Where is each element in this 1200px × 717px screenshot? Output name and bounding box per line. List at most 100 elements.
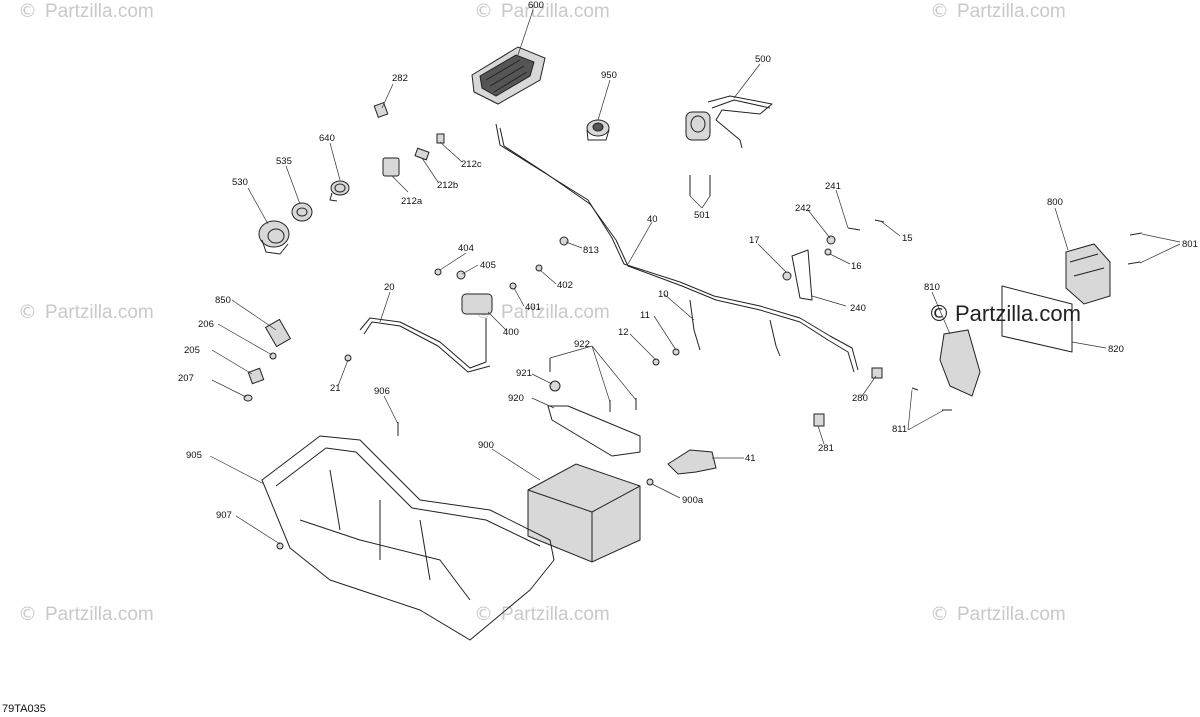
callout-41[interactable]: 41 <box>745 453 756 464</box>
svg-text:©: © <box>18 603 37 625</box>
part-206 <box>269 352 277 360</box>
callout-11[interactable]: 11 <box>640 310 650 321</box>
part-500-assembly <box>685 95 773 149</box>
part-900a <box>646 478 654 486</box>
callout-801[interactable]: 801 <box>1182 239 1198 250</box>
part-811 <box>911 387 952 411</box>
callout-640[interactable]: 640 <box>319 133 335 144</box>
watermark-top-right: ©Partzilla.com <box>930 0 1066 22</box>
part-40-harness <box>495 123 859 371</box>
callout-920[interactable]: 920 <box>508 393 524 404</box>
callout-206[interactable]: 206 <box>198 319 214 330</box>
callout-10[interactable]: 10 <box>658 289 669 300</box>
callout-800[interactable]: 800 <box>1047 197 1063 208</box>
callout-16[interactable]: 16 <box>851 261 862 272</box>
part-212c <box>436 133 445 144</box>
callout-405[interactable]: 405 <box>480 260 496 271</box>
watermark-top-center: ©Partzilla.com <box>474 0 610 22</box>
callout-12[interactable]: 12 <box>618 327 629 338</box>
watermark-bottom-center: ©Partzilla.com <box>474 603 610 625</box>
part-11 <box>672 348 680 356</box>
callout-535[interactable]: 535 <box>276 156 292 167</box>
callout-811[interactable]: 811 <box>892 424 907 435</box>
svg-text:©: © <box>930 603 949 625</box>
callout-907[interactable]: 907 <box>216 510 232 521</box>
part-530 <box>258 220 290 255</box>
watermark-mid-center: ©Partzilla.com <box>474 301 610 323</box>
callout-922[interactable]: 922 <box>574 339 590 350</box>
svg-text:Partzilla.com: Partzilla.com <box>45 1 154 22</box>
part-405 <box>456 270 466 280</box>
part-900-battery <box>527 463 641 563</box>
callout-282[interactable]: 282 <box>392 73 408 84</box>
callout-820[interactable]: 820 <box>1108 344 1124 355</box>
part-205 <box>247 367 265 385</box>
part-401 <box>509 282 517 290</box>
callout-530[interactable]: 530 <box>232 177 248 188</box>
part-905-tray <box>261 435 555 641</box>
callout-900[interactable]: 900 <box>478 440 494 451</box>
callout-401[interactable]: 401 <box>525 302 541 313</box>
part-920 <box>547 405 641 457</box>
svg-text:©: © <box>18 0 37 22</box>
callout-810[interactable]: 810 <box>924 282 940 293</box>
callout-212b[interactable]: 212b <box>437 180 458 191</box>
part-921 <box>549 380 561 392</box>
callout-501[interactable]: 501 <box>694 210 710 221</box>
callout-241[interactable]: 241 <box>825 181 841 192</box>
callout-17[interactable]: 17 <box>749 235 760 246</box>
callout-280[interactable]: 280 <box>852 393 868 404</box>
part-801-bolts <box>1127 232 1143 265</box>
callout-900a[interactable]: 900a <box>682 495 704 506</box>
part-501-bolts <box>689 175 711 196</box>
part-640 <box>329 180 350 202</box>
callout-813[interactable]: 813 <box>583 245 599 256</box>
part-813 <box>559 236 569 246</box>
callout-242[interactable]: 242 <box>795 203 811 214</box>
part-282 <box>373 102 389 118</box>
callout-labels: 600 950 500 282 640 535 530 212c 212b 21… <box>178 0 1198 521</box>
callout-205[interactable]: 205 <box>184 345 200 356</box>
callout-850[interactable]: 850 <box>215 295 231 306</box>
callout-21[interactable]: 21 <box>330 383 341 394</box>
callout-500[interactable]: 500 <box>755 54 771 65</box>
part-810-bracket <box>939 329 981 397</box>
callout-212a[interactable]: 212a <box>401 196 423 207</box>
callout-950[interactable]: 950 <box>601 70 617 81</box>
part-535 <box>291 202 313 222</box>
part-drawings <box>243 46 1143 641</box>
svg-text:Partzilla.com: Partzilla.com <box>45 604 154 625</box>
part-950-switch <box>586 119 610 141</box>
callout-281[interactable]: 281 <box>818 443 834 454</box>
part-15 <box>874 219 885 223</box>
diagram-code: 79TA035 <box>2 703 46 715</box>
callout-207[interactable]: 207 <box>178 373 194 384</box>
svg-text:Partzilla.com: Partzilla.com <box>45 302 154 323</box>
part-281 <box>813 413 825 427</box>
callout-404[interactable]: 404 <box>458 243 474 254</box>
callout-905[interactable]: 905 <box>186 450 202 461</box>
callout-20[interactable]: 20 <box>384 282 395 293</box>
part-820-box <box>1001 285 1073 353</box>
callout-240[interactable]: 240 <box>850 303 866 314</box>
svg-text:Partzilla.com: Partzilla.com <box>957 604 1066 625</box>
callout-40[interactable]: 40 <box>647 214 658 225</box>
callout-400[interactable]: 400 <box>503 327 519 338</box>
part-907 <box>276 542 284 550</box>
callout-212c[interactable]: 212c <box>461 159 482 170</box>
part-41 <box>667 449 717 475</box>
callout-921[interactable]: 921 <box>516 368 532 379</box>
callout-15[interactable]: 15 <box>902 233 913 244</box>
callout-402[interactable]: 402 <box>557 280 573 291</box>
part-800-module <box>1065 243 1111 305</box>
part-280 <box>871 367 883 379</box>
part-16 <box>824 248 832 256</box>
part-922 <box>549 358 637 412</box>
part-404 <box>434 268 442 276</box>
part-242 <box>826 235 836 245</box>
callout-906[interactable]: 906 <box>374 386 390 397</box>
part-240-bracket <box>791 249 813 301</box>
part-600-ecu <box>471 46 546 105</box>
callout-600[interactable]: 600 <box>528 0 544 11</box>
